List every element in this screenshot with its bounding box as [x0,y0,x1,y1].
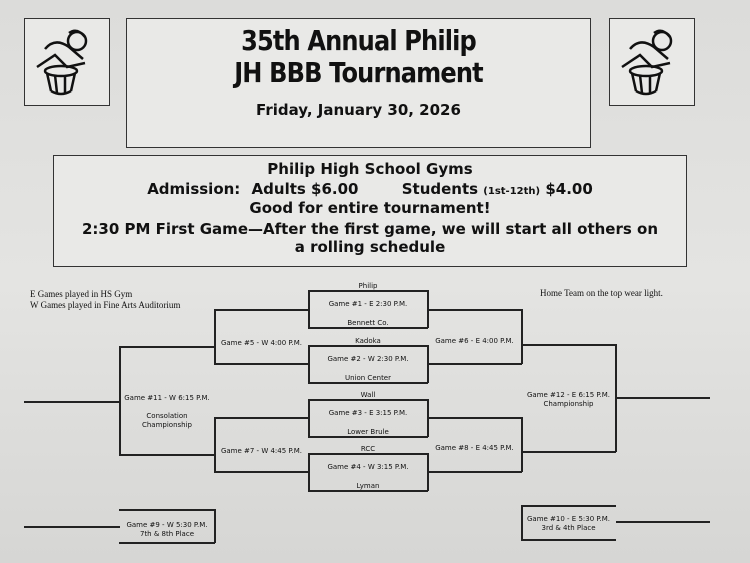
team-label: RCC [360,445,376,453]
game-4-label: Game #4 - W 3:15 P.M. [327,463,409,471]
students-price: $4.00 [545,180,593,198]
game-12-label: Game #12 - E 6:15 P.M. [526,391,611,399]
game-8-label: Game #8 - E 4:45 P.M. [435,444,514,452]
team-label: Bennett Co. [347,319,389,327]
game-11-sub-2: Championship [141,421,192,429]
team-label: Kadoka [355,337,381,345]
title-line-1: 35th Annual Philip [241,24,477,57]
game-12-sub: Championship [543,400,594,408]
students-grades: (1st-12th) [483,186,541,197]
game-9-sub: 7th & 8th Place [139,530,194,538]
game-2-label: Game #2 - W 2:30 P.M. [327,355,409,363]
admission-label: Admission: [147,180,241,198]
adults-price: Adults $6.00 [251,180,359,198]
logo-left [24,18,110,106]
title-box: 35th Annual Philip JH BBB Tournament Fri… [126,18,591,148]
basketball-player-icon [36,29,88,96]
game-10-label: Game #10 - E 5:30 P.M. [526,515,611,523]
game-5-label: Game #5 - W 4:00 P.M. [220,339,303,347]
team-label: Philip [358,282,378,290]
event-date: Friday, January 30, 2026 [256,101,461,119]
game-6-label: Game #6 - E 4:00 P.M. [435,337,514,345]
home-team-note: Home Team on the top wear light. [540,288,663,298]
title-line-2: JH BBB Tournament [234,56,483,89]
schedule-line-2: a rolling schedule [294,238,446,256]
info-box: Philip High School Gyms Admission: Adult… [53,155,687,267]
team-label: Wall [360,391,376,399]
schedule-line-1: 2:30 PM First Game—After the first game,… [81,220,659,238]
good-for: Good for entire tournament! [249,199,491,217]
basketball-player-icon [621,29,673,96]
students-label: Students [401,180,479,198]
e-games-note: E Games played in HS Gym [30,289,133,299]
game-9-label: Game #9 - W 5:30 P.M. [126,521,208,529]
team-label: Union Center [344,374,391,382]
game-11-label: Game #11 - W 6:15 P.M. [124,394,210,402]
w-games-note: W Games played in Fine Arts Auditorium [30,300,181,310]
team-label: Lower Brule [347,428,389,436]
game-1-label: Game #1 - E 2:30 P.M. [328,300,408,308]
team-label: Lyman [356,482,380,490]
game-11-sub-1: Consolation [146,412,188,420]
venue: Philip High School Gyms [267,160,473,178]
game-10-sub: 3rd & 4th Place [541,524,596,532]
game-7-label: Game #7 - W 4:45 P.M. [220,447,303,455]
game-3-label: Game #3 - E 3:15 P.M. [328,409,408,417]
admission-line: Admission: Adults $6.00 Students (1st-12… [54,180,686,198]
logo-right [609,18,695,106]
